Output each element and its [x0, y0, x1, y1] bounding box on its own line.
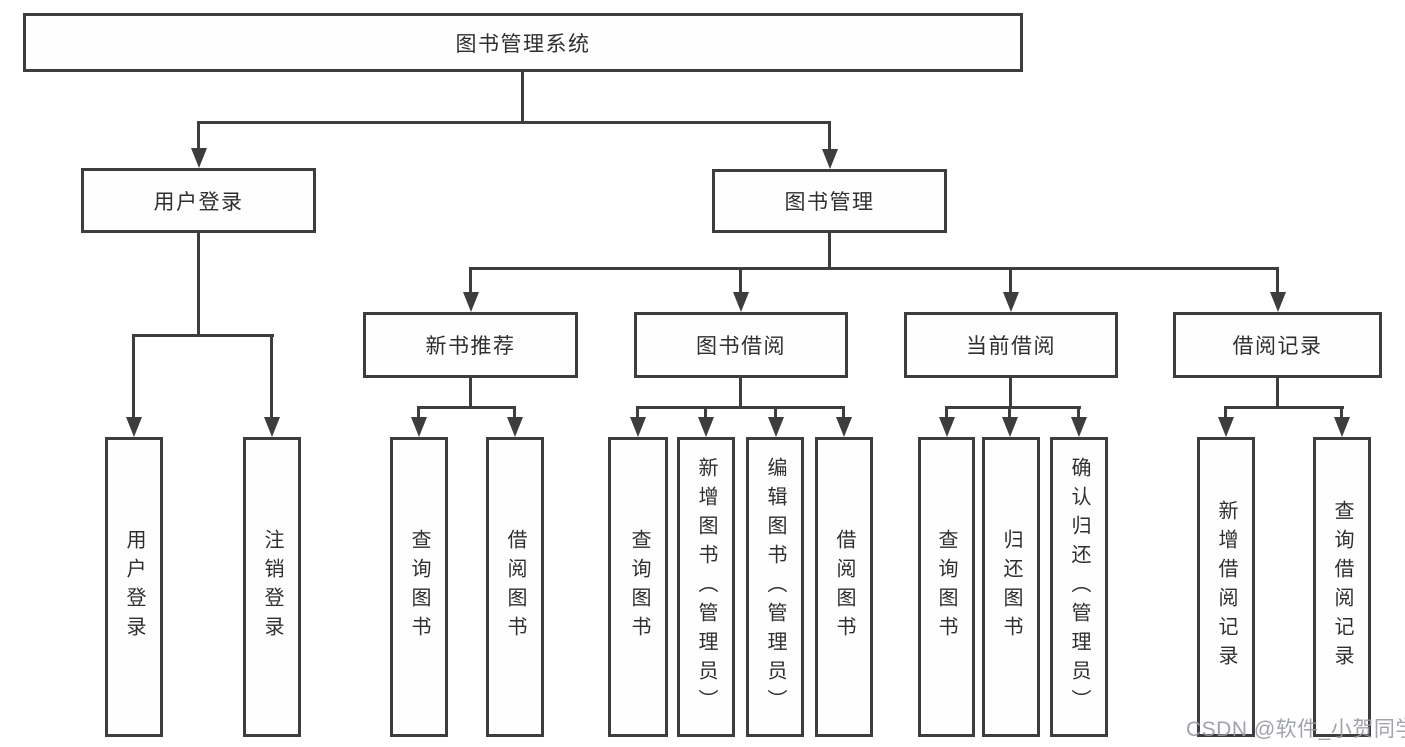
- node-book-borrowing: 图书借阅: [634, 312, 848, 378]
- connector-book-management-branch: [469, 267, 1279, 270]
- leaf-borrow-books-2: 借阅图书: [815, 437, 873, 737]
- leaf-query-books-1: 查询图书: [390, 437, 448, 737]
- connector-current-borrowing-branch: [945, 406, 1081, 409]
- connector-arrow-to-current-borrowing: [1002, 267, 1019, 312]
- connector-root-stem: [521, 72, 524, 124]
- node-root: 图书管理系统: [23, 13, 1023, 72]
- connector-arrow-to-user-login: [190, 121, 207, 168]
- connector-arrow-to-borrow-books-1: [506, 406, 523, 437]
- connector-arrow-to-add-book: [697, 406, 714, 437]
- leaf-return-book: 归还图书: [982, 437, 1040, 737]
- connector-user-login-branch: [132, 334, 274, 337]
- node-borrowing-records: 借阅记录: [1173, 312, 1382, 378]
- connector-arrow-to-query-books-2: [629, 406, 646, 437]
- leaf-query-borrow-record: 查询借阅记录: [1313, 437, 1371, 737]
- connector-arrow-to-book-management: [821, 121, 838, 169]
- leaf-add-borrow-record: 新增借阅记录: [1197, 437, 1255, 737]
- node-new-book-recommendation: 新书推荐: [363, 312, 578, 378]
- connector-arrow-to-leaf-user-login: [125, 334, 142, 437]
- node-current-borrowing: 当前借阅: [904, 312, 1118, 378]
- node-book-management: 图书管理: [712, 169, 947, 233]
- connector-book-management-stem: [828, 233, 831, 269]
- connector-arrow-to-add-borrow-record: [1217, 406, 1234, 437]
- connector-arrow-to-query-books-1: [410, 406, 427, 437]
- connector-arrow-to-book-borrowing: [732, 267, 749, 312]
- connector-arrow-to-query-borrow-record: [1333, 406, 1350, 437]
- connector-borrowing-records-branch: [1224, 406, 1344, 409]
- connector-current-borrowing-stem: [1009, 378, 1012, 408]
- connector-book-borrowing-branch: [636, 406, 845, 409]
- connector-arrow-to-borrow-books-2: [835, 406, 852, 437]
- leaf-user-login: 用户登录: [105, 437, 163, 737]
- leaf-query-books-2: 查询图书: [608, 437, 668, 737]
- connector-borrowing-records-stem: [1276, 378, 1279, 408]
- leaf-edit-book-admin: 编辑图书（管理员）: [746, 437, 804, 737]
- connector-user-login-stem: [197, 233, 200, 336]
- watermark-text: CSDN @软件_小贺同学: [1186, 718, 1405, 741]
- connector-arrow-to-return-book: [1001, 406, 1018, 437]
- leaf-add-book-admin: 新增图书（管理员）: [677, 437, 735, 737]
- connector-arrow-to-edit-book: [767, 406, 784, 437]
- connector-arrow-to-borrowing-records: [1269, 267, 1286, 312]
- leaf-query-books-3: 查询图书: [918, 437, 975, 737]
- connector-new-book-branch: [417, 406, 516, 409]
- leaf-borrow-books-1: 借阅图书: [486, 437, 544, 737]
- node-user-login: 用户登录: [81, 168, 316, 233]
- leaf-logout: 注销登录: [243, 437, 301, 737]
- connector-arrow-to-confirm-return: [1070, 406, 1087, 437]
- connector-new-book-stem: [469, 378, 472, 408]
- connector-arrow-to-leaf-logout: [263, 334, 280, 437]
- connector-root-branch: [197, 121, 831, 124]
- leaf-confirm-return-admin: 确认归还（管理员）: [1050, 437, 1108, 737]
- connector-book-borrowing-stem: [739, 378, 742, 408]
- connector-arrow-to-query-books-3: [938, 406, 955, 437]
- connector-arrow-to-new-book-recommendation: [462, 267, 479, 312]
